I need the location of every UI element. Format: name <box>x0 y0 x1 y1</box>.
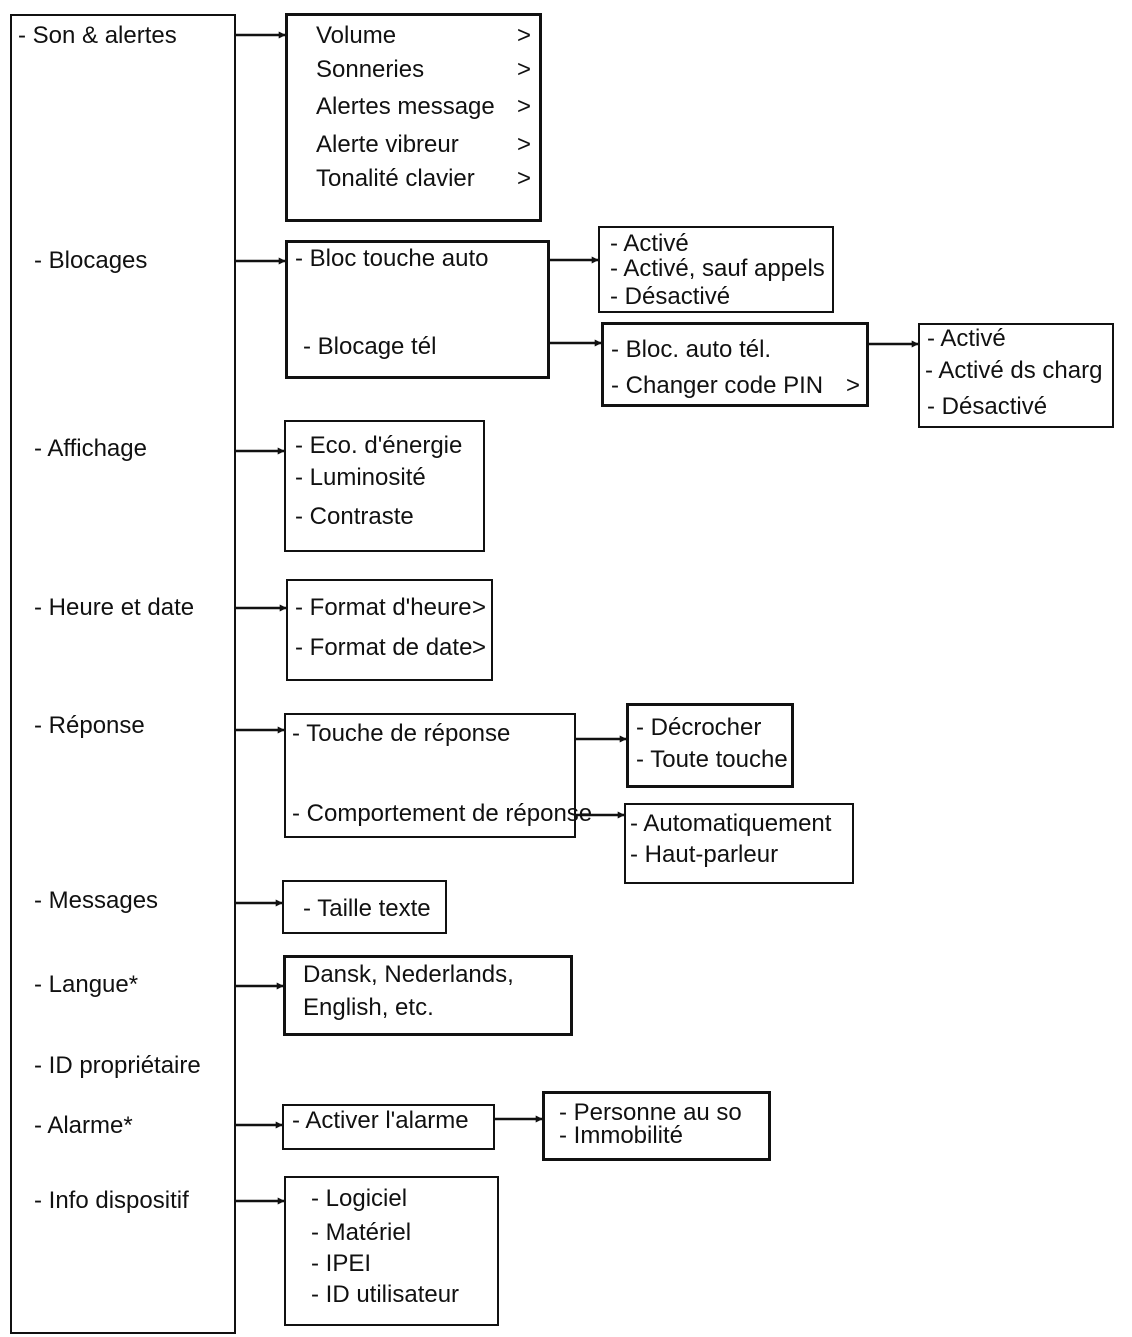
language-list-line[interactable]: English, etc. <box>303 994 434 1021</box>
option-automatiquement[interactable]: - Automatiquement <box>630 810 832 837</box>
option-active-ds-charg[interactable]: - Activé ds charg <box>925 357 1103 384</box>
heure-date-box <box>286 579 493 681</box>
alarme-options-box <box>542 1091 771 1161</box>
chevron-right-icon: > <box>517 131 532 158</box>
menu-item-langue[interactable]: - Langue* <box>34 971 139 998</box>
option-decrocher[interactable]: - Décrocher <box>636 714 762 741</box>
chevron-right-icon: > <box>517 93 532 120</box>
option-desactive[interactable]: - Désactivé <box>610 283 731 310</box>
submenu-item-materiel[interactable]: - Matériel <box>311 1219 412 1246</box>
blocage-tel-options-box <box>601 322 869 407</box>
chevron-right-icon: > <box>517 165 532 192</box>
submenu-item-luminosite[interactable]: - Luminosité <box>295 464 426 491</box>
submenu-item-tonalite-clavier[interactable]: Tonalité clavier <box>316 165 475 192</box>
menu-item-son-alertes[interactable]: - Son & alertes <box>18 22 177 49</box>
option-active[interactable]: - Activé <box>927 325 1006 352</box>
menu-item-reponse[interactable]: - Réponse <box>34 712 145 739</box>
language-list-line[interactable]: Dansk, Nederlands, <box>303 961 514 988</box>
submenu-item-contraste[interactable]: - Contraste <box>295 503 414 530</box>
chevron-right-icon: > <box>517 22 532 49</box>
option-changer-code-pin[interactable]: - Changer code PIN <box>611 372 824 399</box>
alarme-box <box>282 1104 495 1150</box>
info-dispositif-box <box>284 1176 499 1326</box>
submenu-item-format-heure[interactable]: - Format d'heure <box>295 594 472 621</box>
chevron-right-icon: > <box>472 634 487 661</box>
submenu-item-ipei[interactable]: - IPEI <box>311 1250 372 1277</box>
option-personne-au-sol[interactable]: - Personne au so <box>559 1099 742 1126</box>
option-active[interactable]: - Activé <box>610 230 689 257</box>
submenu-item-id-utilisateur[interactable]: - ID utilisateur <box>311 1281 460 1308</box>
bloc-touche-options-box <box>598 226 834 313</box>
chevron-right-icon: > <box>472 594 487 621</box>
touche-reponse-options-box <box>626 703 794 788</box>
menu-item-messages[interactable]: - Messages <box>34 887 159 914</box>
submenu-item-activer-alarme[interactable]: - Activer l'alarme <box>292 1107 469 1134</box>
option-desactive[interactable]: - Désactivé <box>927 393 1048 420</box>
affichage-box <box>284 420 485 552</box>
submenu-item-comportement-reponse[interactable]: - Comportement de réponse <box>292 800 593 827</box>
option-haut-parleur[interactable]: - Haut-parleur <box>630 841 779 868</box>
langue-box <box>283 955 573 1036</box>
submenu-item-touche-reponse[interactable]: - Touche de réponse <box>292 720 511 747</box>
comportement-options-box <box>624 803 854 884</box>
submenu-item-sonneries[interactable]: Sonneries <box>316 56 425 83</box>
submenu-item-bloc-touche-auto[interactable]: - Bloc touche auto <box>295 245 489 272</box>
son-alertes-box <box>285 13 542 222</box>
submenu-item-eco-energie[interactable]: - Eco. d'énergie <box>295 432 463 459</box>
menu-item-affichage[interactable]: - Affichage <box>34 435 147 462</box>
messages-box <box>282 880 447 934</box>
submenu-item-alertes-message[interactable]: Alertes message <box>316 93 495 120</box>
chevron-right-icon: > <box>846 372 861 399</box>
option-bloc-auto-tel[interactable]: - Bloc. auto tél. <box>611 336 772 363</box>
reponse-box <box>284 713 576 838</box>
menu-item-id-proprietaire[interactable]: - ID propriétaire <box>34 1052 201 1079</box>
menu-item-alarme[interactable]: - Alarme* <box>34 1112 133 1139</box>
submenu-item-format-date[interactable]: - Format de date <box>295 634 473 661</box>
chevron-right-icon: > <box>517 56 532 83</box>
submenu-item-alerte-vibreur[interactable]: Alerte vibreur <box>316 131 459 158</box>
option-immobilite[interactable]: - Immobilité <box>559 1122 684 1149</box>
bloc-auto-tel-options-box <box>918 323 1114 428</box>
menu-item-info-dispositif[interactable]: - Info dispositif <box>34 1187 189 1214</box>
submenu-item-logiciel[interactable]: - Logiciel <box>311 1185 408 1212</box>
option-toute-touche[interactable]: - Toute touche <box>636 746 788 773</box>
main-menu-box <box>10 14 236 1334</box>
submenu-item-taille-texte[interactable]: - Taille texte <box>303 895 431 922</box>
submenu-item-blocage-tel[interactable]: - Blocage tél <box>303 333 437 360</box>
menu-item-heure-date[interactable]: - Heure et date <box>34 594 195 621</box>
option-active-sauf-appels[interactable]: - Activé, sauf appels <box>610 255 825 282</box>
blocages-box <box>285 240 550 379</box>
submenu-item-volume[interactable]: Volume <box>316 22 397 49</box>
menu-item-blocages[interactable]: - Blocages <box>34 247 148 274</box>
